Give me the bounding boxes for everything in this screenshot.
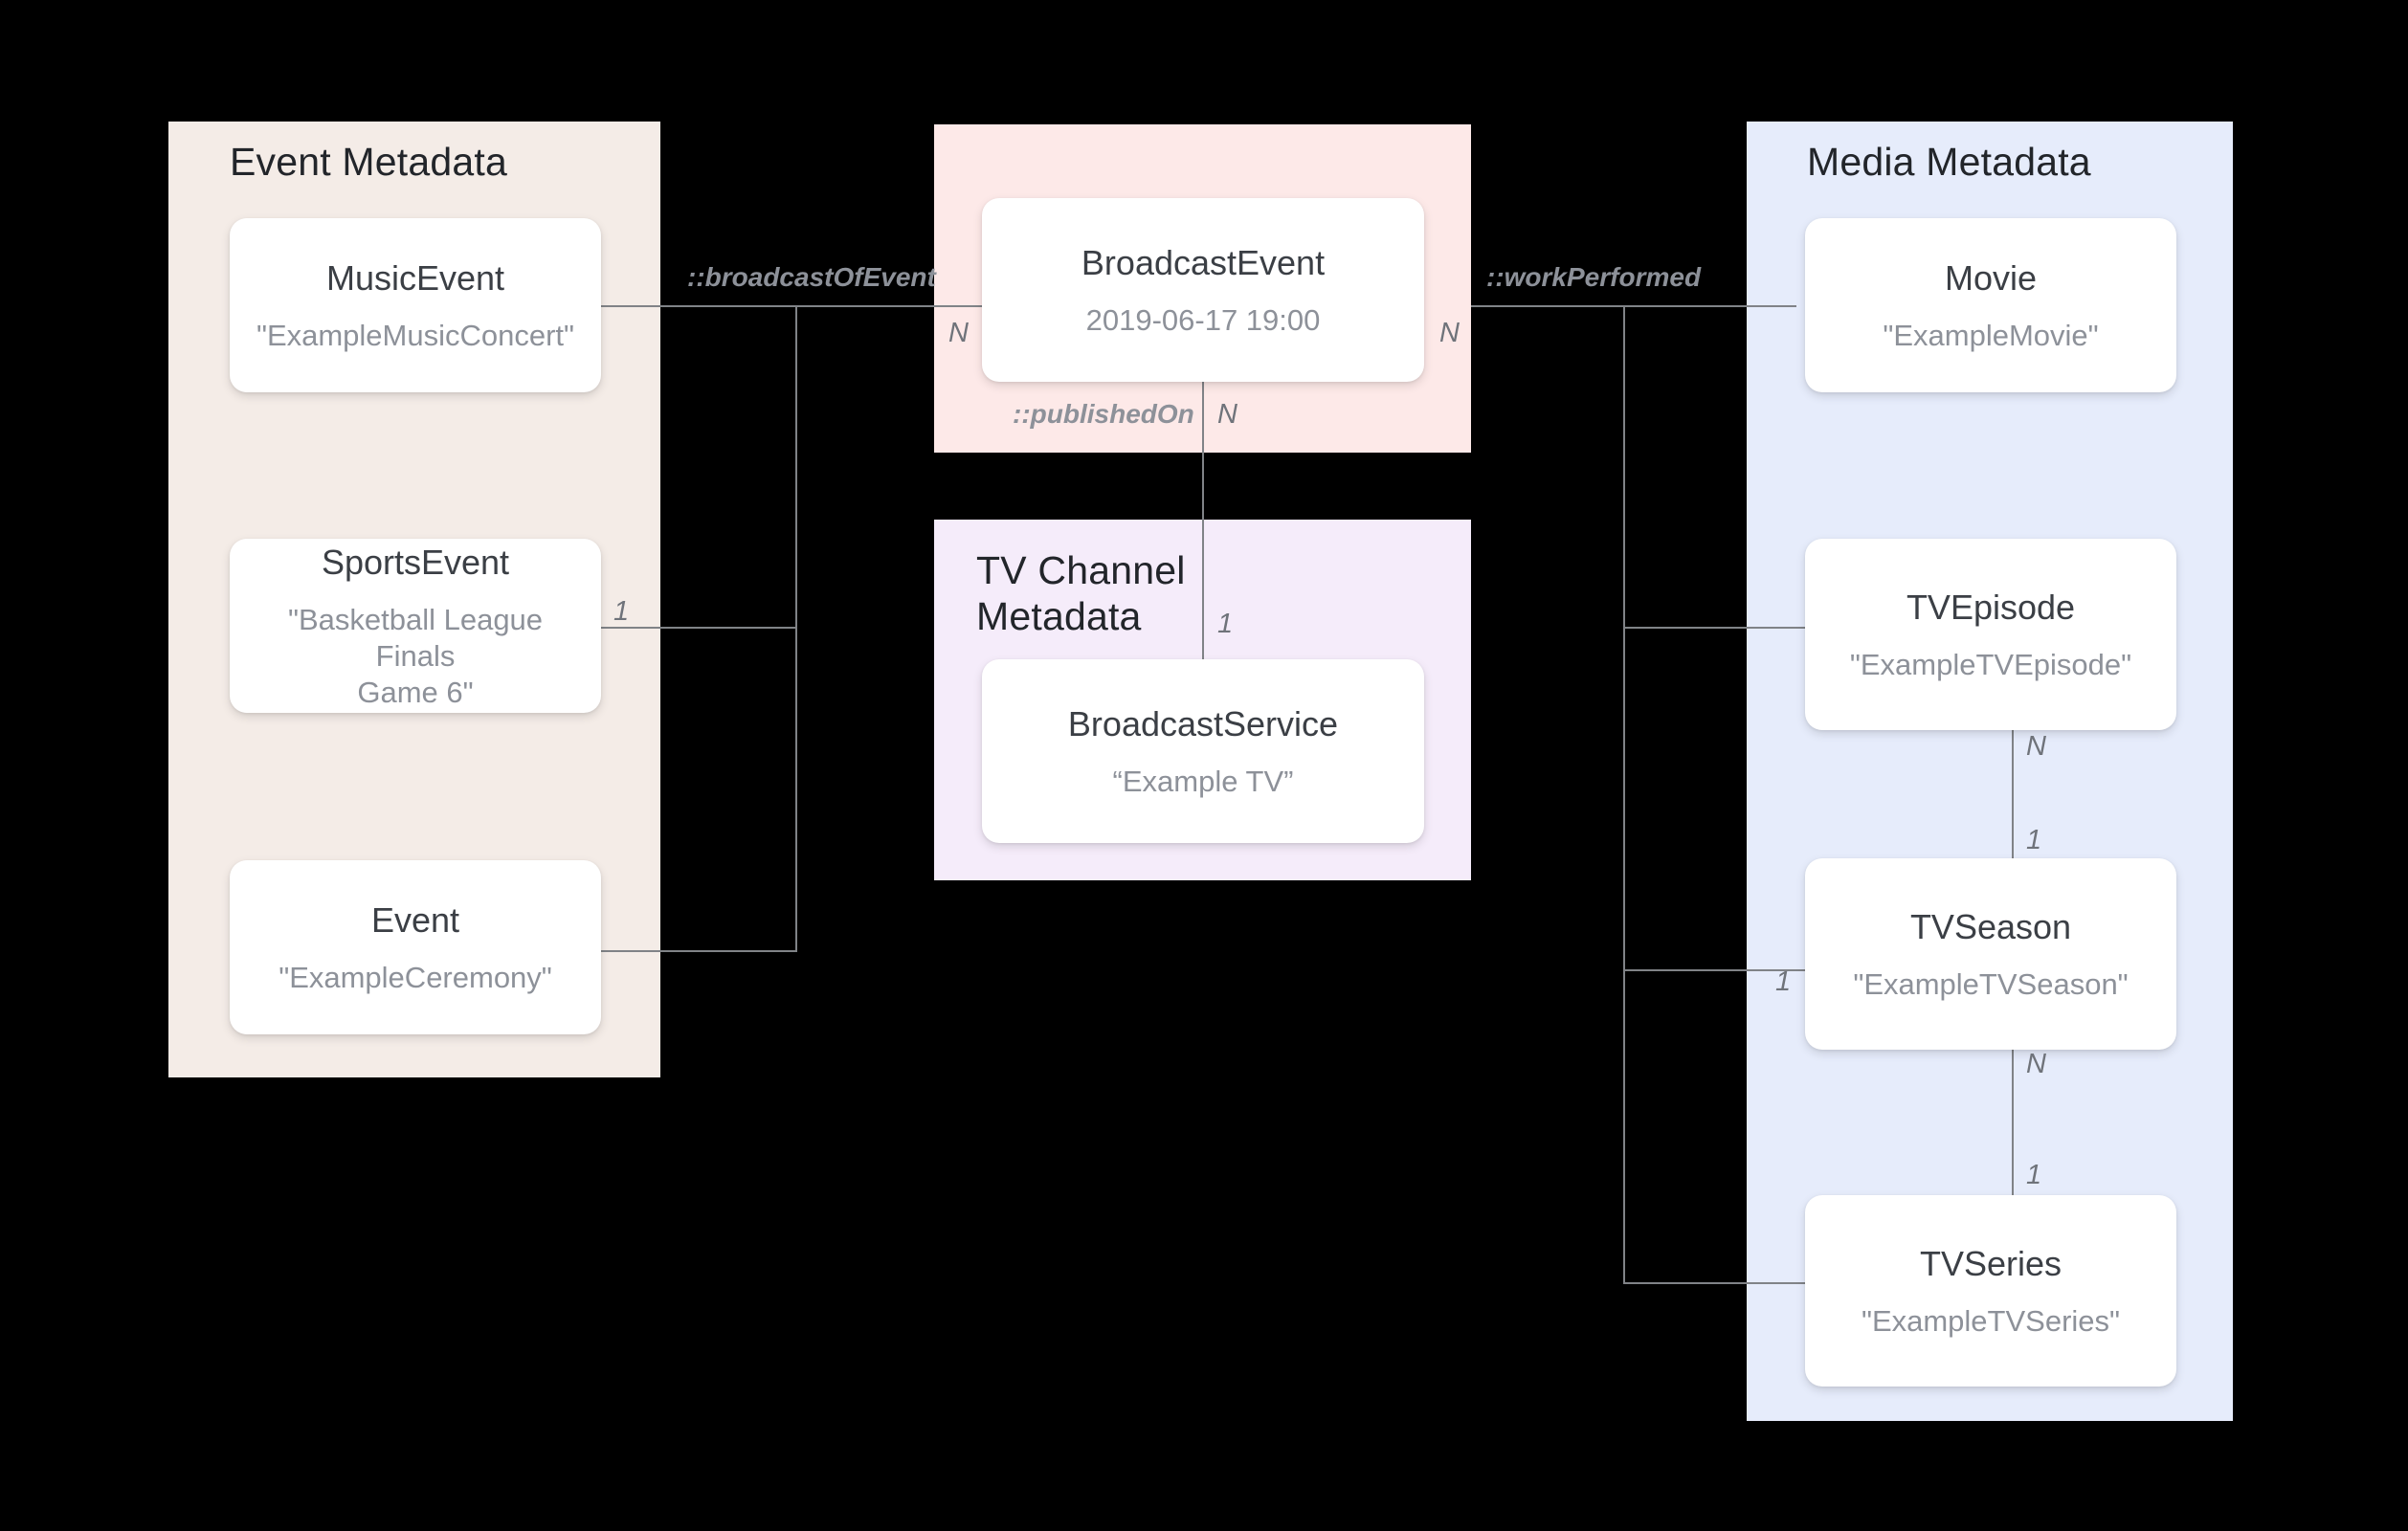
line-bus-to-tv-season [1623, 969, 1805, 971]
card-movie[interactable]: Movie "ExampleMovie" [1805, 218, 2176, 392]
card-event[interactable]: Event "ExampleCeremony" [230, 860, 601, 1034]
card-title: TVSeries [1919, 1243, 2062, 1283]
card-value: "ExampleTVEpisode" [1849, 647, 2132, 681]
line-left-bus-to-broadcast-event [795, 305, 1111, 307]
card-title: TVEpisode [1906, 587, 2076, 627]
card-value: “Example TV” [1112, 764, 1294, 798]
card-value: "ExampleTVSeason" [1853, 966, 2129, 1001]
cardinality-tv-series-one: 1 [2026, 1160, 2042, 1190]
cardinality-broadcast-service-one: 1 [1217, 609, 1234, 639]
line-tv-episode-to-tv-season-v [2012, 729, 2014, 957]
line-left-bus-v [795, 305, 797, 952]
line-event-h [597, 950, 797, 952]
card-tv-episode[interactable]: TVEpisode "ExampleTVEpisode" [1805, 539, 2176, 730]
cardinality-tv-season-one-top: 1 [2026, 825, 2042, 855]
card-tv-series[interactable]: TVSeries "ExampleTVSeries" [1805, 1195, 2176, 1387]
panel-title-event-metadata: Event Metadata [230, 140, 507, 184]
card-broadcast-event[interactable]: BroadcastEvent 2019-06-17 19:00 [982, 198, 1424, 382]
card-title: TVSeason [1909, 906, 2072, 946]
card-title: SportsEvent [321, 542, 510, 582]
line-bus-to-tv-episode [1623, 627, 1805, 629]
card-title: MusicEvent [325, 257, 505, 298]
line-tv-season-to-tv-series-v [2012, 1049, 2014, 1265]
card-value: "ExampleMovie" [1883, 318, 2099, 352]
line-bus-to-tv-series [1623, 1282, 1805, 1284]
panel-title-tv-channel-metadata: TV Channel Metadata [976, 548, 1186, 638]
card-title: BroadcastEvent [1081, 242, 1326, 282]
line-music-event-h [597, 305, 797, 307]
cardinality-broadcast-event-right-n: N [1439, 318, 1460, 348]
card-value: "ExampleMusicConcert" [256, 318, 575, 352]
relation-label-published-on: ::publishedOn [1013, 399, 1194, 429]
card-value: "ExampleCeremony" [279, 960, 552, 994]
card-title: BroadcastService [1067, 703, 1339, 743]
card-value: "ExampleTVSeries" [1861, 1303, 2121, 1338]
cardinality-tv-season-one-left: 1 [1775, 966, 1792, 997]
cardinality-published-on-n: N [1217, 399, 1237, 430]
card-broadcast-service[interactable]: BroadcastService “Example TV” [982, 659, 1424, 843]
relation-label-broadcast-of-event: ::broadcastOfEvent [687, 262, 936, 292]
card-music-event[interactable]: MusicEvent "ExampleMusicConcert" [230, 218, 601, 392]
card-value: "Basketball League Finals Game 6" [287, 602, 544, 709]
card-tv-season[interactable]: TVSeason "ExampleTVSeason" [1805, 858, 2176, 1050]
line-published-on-v [1202, 382, 1204, 659]
cardinality-broadcast-event-left-n: N [948, 318, 969, 348]
card-title: Event [370, 899, 460, 940]
card-sports-event[interactable]: SportsEvent "Basketball League Finals Ga… [230, 539, 601, 713]
panel-title-media-metadata: Media Metadata [1807, 140, 2091, 184]
line-right-bus-v [1623, 305, 1625, 1283]
cardinality-tv-episode-n: N [2026, 731, 2046, 762]
card-value: 2019-06-17 19:00 [1085, 302, 1321, 337]
card-title: Movie [1944, 257, 2038, 298]
cardinality-tv-season-n: N [2026, 1049, 2046, 1079]
relation-label-work-performed: ::workPerformed [1486, 262, 1702, 292]
line-sports-event-h [597, 627, 797, 629]
line-work-performed-h [1471, 305, 1796, 307]
cardinality-sports-event-one: 1 [613, 596, 630, 627]
